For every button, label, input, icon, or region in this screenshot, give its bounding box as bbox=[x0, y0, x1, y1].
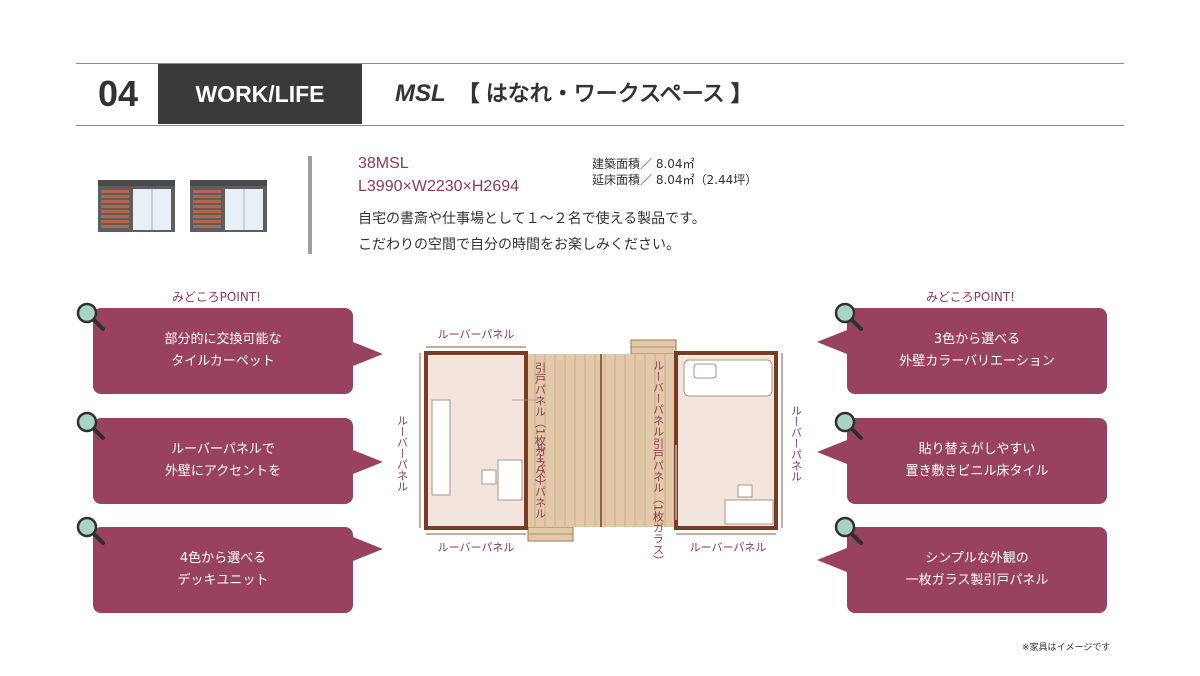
plan-label: ルーバーパネル bbox=[690, 541, 767, 554]
magnifier-icon bbox=[76, 411, 105, 440]
model-number: 38MSL bbox=[358, 155, 409, 172]
plan-label: ルーバーパネル bbox=[790, 405, 803, 482]
model-dimensions: L3990×W2230×H2694 bbox=[358, 178, 520, 195]
footnote: ※家具はイメージです bbox=[1022, 643, 1111, 653]
product-name: 【 はなれ・ワークスペース 】 bbox=[457, 81, 753, 106]
plan-label: ルーバーパネル bbox=[438, 328, 515, 341]
right-points-title: みどころPOINT! bbox=[926, 290, 1015, 304]
point-text: 貼り替えがしやすい bbox=[918, 442, 1036, 457]
plan-label: 引戸パネル（1枚ガラス） bbox=[534, 361, 547, 490]
plan-label: ルーバーパネル bbox=[438, 541, 515, 554]
magnifier-icon bbox=[834, 302, 863, 331]
point-bubble-left-2: ルーバーパネルで 外壁にアクセントを bbox=[93, 418, 353, 504]
spec-divider bbox=[308, 156, 312, 254]
left-points-title: みどころPOINT! bbox=[172, 290, 261, 304]
header-top-rule bbox=[76, 63, 1124, 64]
header-bottom-rule bbox=[76, 125, 1124, 126]
point-text: 部分的に交換可能な bbox=[164, 332, 282, 347]
point-bubble-left-1: 部分的に交換可能な タイルカーペット bbox=[93, 308, 353, 394]
bubble-tail bbox=[817, 440, 847, 464]
product-title: MSL 【 はなれ・ワークスペース 】 bbox=[395, 76, 753, 112]
product-code: MSL bbox=[395, 80, 446, 107]
exterior-thumbnail-1 bbox=[98, 180, 175, 232]
floor-plan: ルーバーパネル ルーバーパネル ルーバーパネル ルーバーパネル ルーバーパネル … bbox=[396, 328, 803, 560]
magnifier-icon bbox=[834, 411, 863, 440]
bubble-tail bbox=[353, 537, 383, 561]
point-text: 外壁にアクセントを bbox=[164, 464, 282, 479]
category-label: WORK/LIFE bbox=[158, 64, 362, 124]
magnifier-icon bbox=[834, 516, 863, 545]
bubble-tail bbox=[353, 450, 383, 474]
point-text: 置き敷きビニル床タイル bbox=[905, 464, 1049, 479]
point-bubble-right-2: 貼り替えがしやすい 置き敷きビニル床タイル bbox=[847, 418, 1107, 504]
point-text: 3色から選べる bbox=[933, 332, 1021, 347]
plan-label: ルーバーパネル bbox=[534, 442, 547, 519]
plan-label: ルーバーパネル bbox=[652, 360, 665, 437]
point-text: タイルカーペット bbox=[171, 354, 275, 369]
point-text: デッキユニット bbox=[177, 573, 269, 588]
point-text: 一枚ガラス製引戸パネル bbox=[905, 573, 1049, 588]
plan-label: ルーバーパネル bbox=[396, 415, 409, 492]
point-text: 外壁カラーバリエーション bbox=[899, 354, 1055, 369]
bubble-tail bbox=[817, 548, 847, 572]
point-bubble-right-3: シンプルな外観の 一枚ガラス製引戸パネル bbox=[847, 527, 1107, 613]
magnifier-icon bbox=[76, 302, 105, 331]
magnifier-icon bbox=[76, 516, 105, 545]
point-bubble-right-1: 3色から選べる 外壁カラーバリエーション bbox=[847, 308, 1107, 394]
point-bubble-left-3: 4色から選べる デッキユニット bbox=[93, 527, 353, 613]
bubble-tail bbox=[353, 342, 383, 366]
floor-area: 延床面積／ 8.04㎡（2.44坪） bbox=[592, 173, 758, 187]
bubble-tail bbox=[817, 330, 847, 354]
point-text: ルーバーパネルで bbox=[171, 442, 275, 457]
point-text: 4色から選べる bbox=[179, 551, 267, 566]
point-text: シンプルな外観の bbox=[925, 551, 1029, 566]
plan-label: 引戸パネル（1枚ガラス） bbox=[652, 437, 665, 560]
exterior-thumbnail-2 bbox=[190, 180, 267, 232]
description-line-1: 自宅の書斎や仕事場として１～２名で使える製品です。 bbox=[358, 211, 706, 227]
description-line-2: こだわりの空間で自分の時間をお楽しみください。 bbox=[358, 237, 680, 253]
page-number: 04 bbox=[97, 73, 139, 114]
building-area: 建築面積／ 8.04㎡ bbox=[592, 157, 695, 171]
